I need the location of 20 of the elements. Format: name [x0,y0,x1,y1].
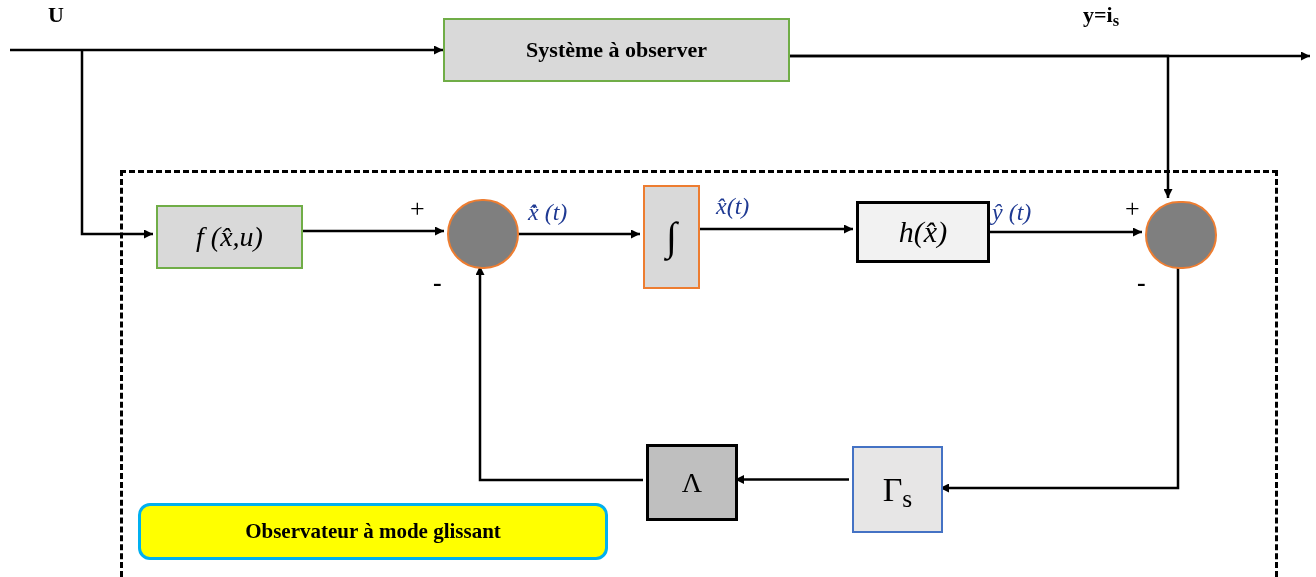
signal-label: x̂̇ (t) [528,200,568,224]
function-block: f (x̂,u) [156,205,303,269]
gain-block: Λ [646,444,738,521]
sign-label: + [410,196,425,222]
arrow [80,50,153,239]
arrow [10,45,443,55]
sign-label: + [1125,196,1140,222]
signal-label: ŷ (t) [992,200,1032,224]
gain-block: Γ$_{s}$ [852,446,943,533]
signal-label: x̂(t) [716,194,750,218]
title-banner: Observateur à mode glissant [138,503,608,560]
output-function-block: h(x̂) [856,201,990,263]
signal-label: y=i$_{s}$ [1083,4,1120,26]
system-block: Système à observer [443,18,790,82]
integrator-block: ∫ [643,185,700,289]
observer-boundary [120,170,1278,577]
sign-label: - [1137,270,1146,296]
arrow [790,54,1173,198]
sign-label: - [433,270,442,296]
signal-label: U [48,4,64,26]
